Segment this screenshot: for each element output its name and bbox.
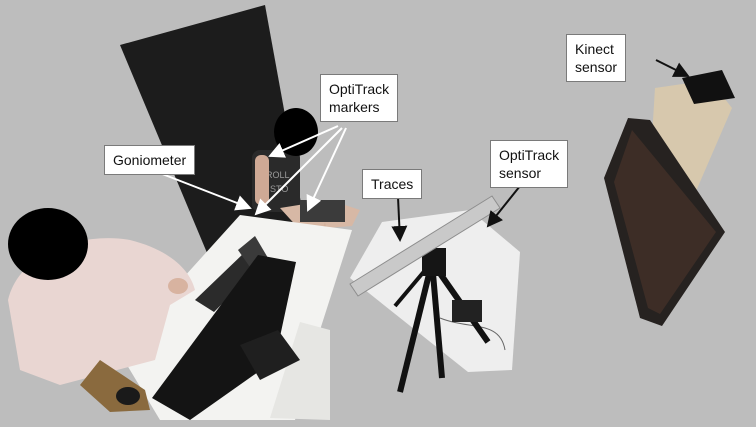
label-optitrack-sensor: OptiTrack sensor [490,140,569,188]
arrow-goniometer [151,169,252,211]
monitor [152,255,300,420]
arrow-markers-3 [306,127,347,212]
face-mask-operator [8,208,88,280]
kinect-device [682,70,735,104]
label-optitrack-sensor-line2: sensor [499,165,542,181]
arrow-markers-1 [268,125,339,158]
label-optitrack-sensor-line1: OptiTrack [499,147,560,163]
tripod [393,248,491,393]
sensor-bar [349,195,501,297]
label-optitrack-markers: OptiTrack markers [320,74,399,122]
operator-person [8,208,195,412]
svg-text:STO: STO [270,184,288,194]
arrow-optitrack-sensor [486,185,521,228]
arrow-markers-2 [254,127,343,216]
label-kinect-line2: sensor [575,59,618,75]
arrow-traces [391,196,408,242]
label-traces-text: Traces [371,176,414,192]
label-optitrack-markers-line2: markers [329,99,380,115]
label-kinect-line1: Kinect [575,41,614,57]
label-goniometer-text: Goniometer [113,152,187,168]
svg-text:ROLL: ROLL [266,170,290,180]
label-goniometer: Goniometer [104,145,196,175]
arrow-kinect [655,59,690,77]
label-traces: Traces [362,169,423,199]
optitrack-sensor [349,195,501,393]
label-optitrack-markers-line1: OptiTrack [329,81,390,97]
label-kinect-sensor: Kinect sensor [566,34,627,82]
annotation-arrows [151,59,690,242]
seated-subject: ROLL STO [252,108,360,248]
kinect-setup [604,70,735,326]
face-mask-subject [274,108,318,156]
